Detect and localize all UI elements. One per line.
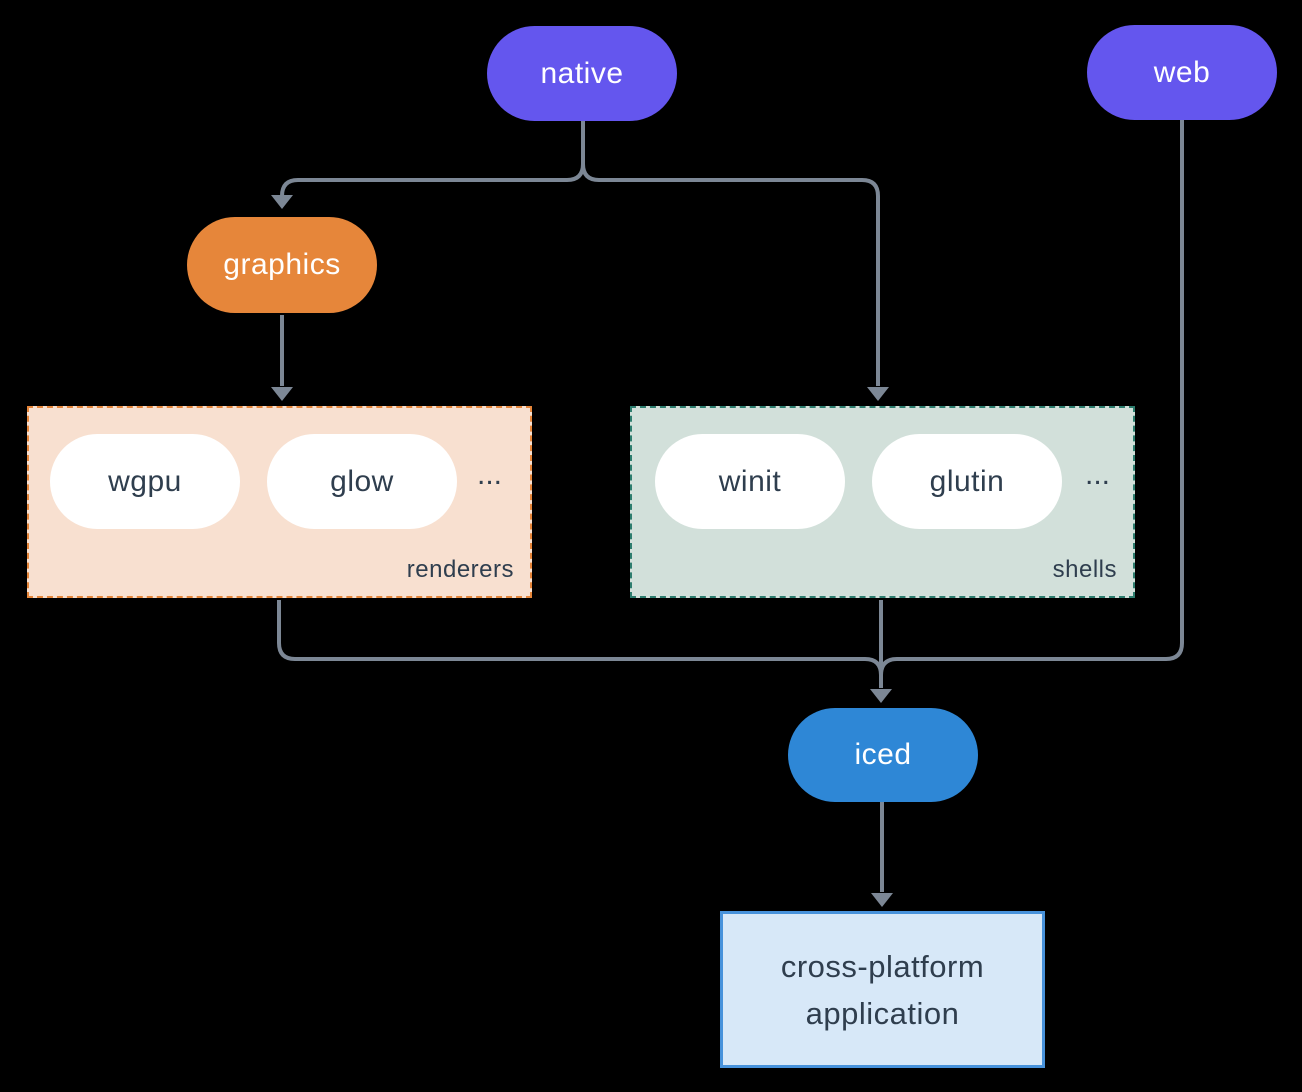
node-native-label: native	[540, 56, 624, 90]
node-glow: glow	[267, 434, 457, 529]
node-web-label: web	[1153, 55, 1211, 89]
renderers-ellipsis: ...	[477, 458, 503, 491]
group-shells: winit glutin ... shells	[630, 406, 1135, 598]
node-native: native	[487, 26, 677, 121]
node-cross-platform-application: cross-platform application	[720, 911, 1045, 1068]
arrowhead-to-shells	[867, 387, 889, 401]
node-graphics-label: graphics	[223, 248, 341, 281]
node-wgpu: wgpu	[50, 434, 240, 529]
node-glutin-label: glutin	[929, 464, 1005, 498]
arrowhead-to-iced	[870, 689, 892, 703]
app-label-line2: application	[805, 995, 960, 1031]
app-label-line1: cross-platform	[780, 948, 985, 984]
arrowhead-to-renderers	[271, 387, 293, 401]
shells-ellipsis: ...	[1085, 458, 1111, 491]
node-graphics: graphics	[187, 217, 377, 313]
node-iced-label: iced	[854, 738, 912, 771]
node-winit: winit	[655, 434, 845, 529]
node-glow-label: glow	[330, 464, 394, 498]
renderers-group-label: renderers	[406, 556, 514, 583]
group-renderers: wgpu glow ... renderers	[27, 406, 532, 598]
node-winit-label: winit	[718, 464, 782, 498]
node-wgpu-label: wgpu	[108, 464, 182, 498]
arrowhead-to-application	[871, 893, 893, 907]
arrowhead-to-graphics	[271, 195, 293, 209]
node-web: web	[1087, 25, 1277, 120]
node-glutin: glutin	[872, 434, 1062, 529]
node-iced: iced	[788, 708, 978, 802]
shells-group-label: shells	[1052, 556, 1117, 583]
